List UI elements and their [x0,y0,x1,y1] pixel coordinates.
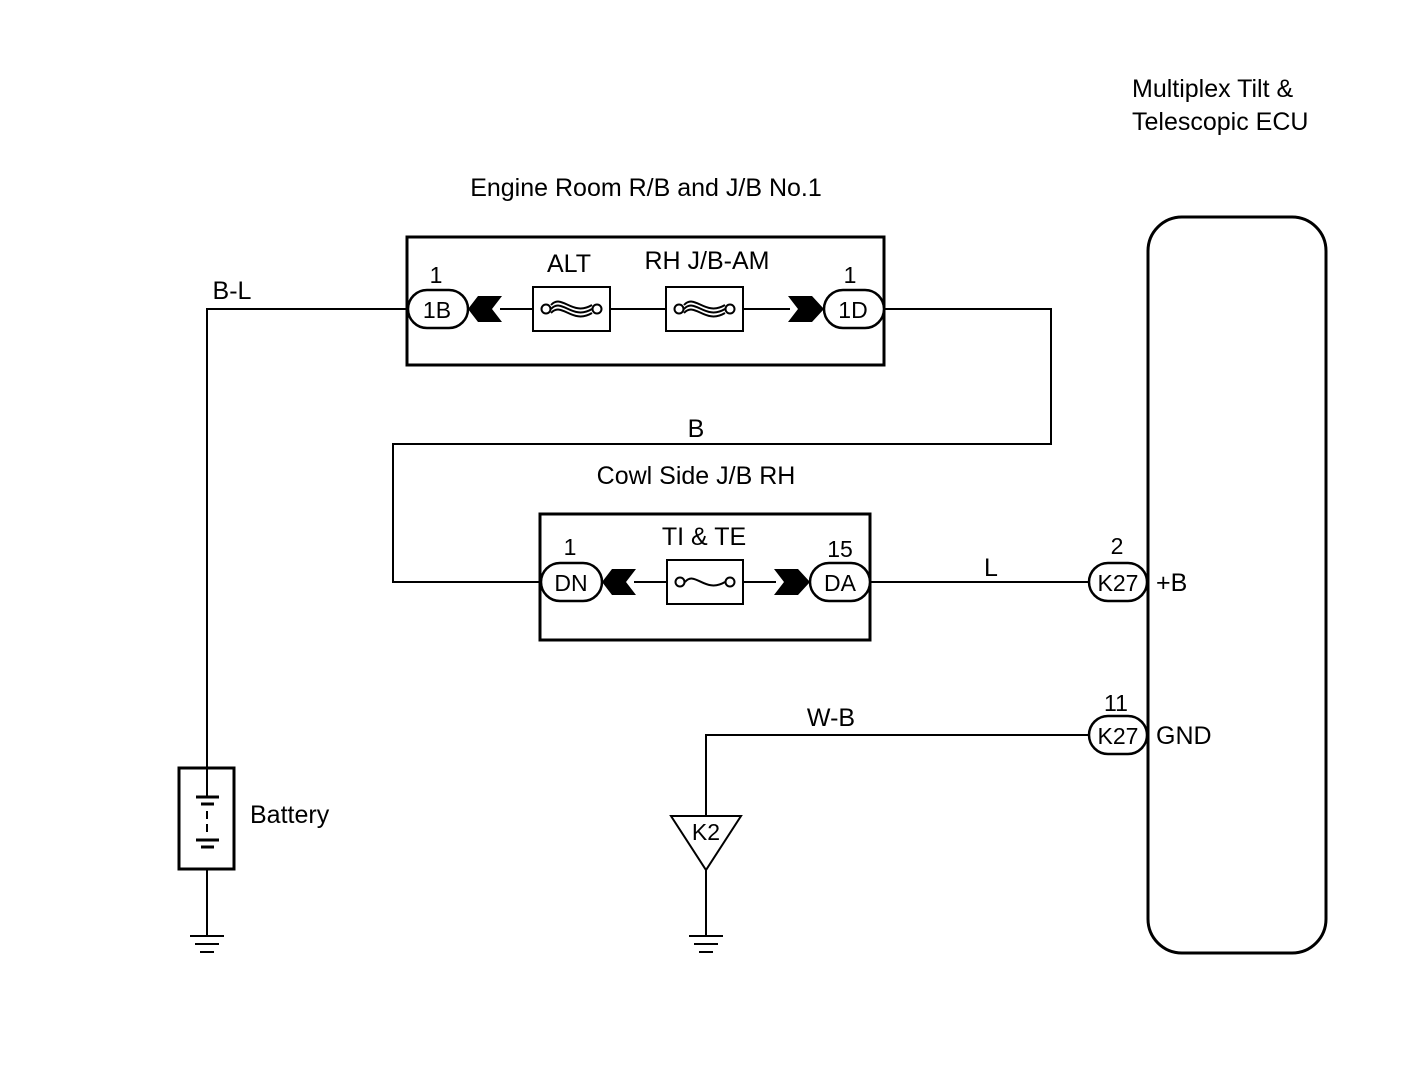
chevron-left-icon [468,296,502,322]
alt-fusible-link [532,286,611,332]
connector-k27-gnd-id: K27 [1098,723,1139,749]
connector-1b-id: 1B [423,297,451,323]
connector-da-pin: 15 [827,536,853,562]
connector-k27-gnd-pin: 11 [1104,690,1128,716]
wire-w-b-label: W-B [807,704,855,732]
wire-b-label: B [688,415,705,443]
connector-da-id: DA [824,570,857,596]
connector-1d-pin: 1 [844,262,857,288]
wire-w-b [705,734,1089,816]
battery-label: Battery [250,801,330,829]
ecu-name-line1: Multiplex Tilt & [1132,75,1293,103]
connector-1b-pin: 1 [430,262,443,288]
connector-k27-b-pin: 2 [1111,533,1124,559]
ground-point-triangle [669,815,743,872]
ground-icon [190,935,224,953]
connector-dn-id: DN [554,570,587,596]
rh-jb-am-fusible-link [665,286,744,332]
engine-room-block-label: Engine Room R/B and J/B No.1 [470,174,822,202]
connector-dn-pin: 1 [564,534,577,560]
connector-1d-id: 1D [838,297,867,323]
ground-icon [689,935,723,953]
terminal-b-label: +B [1156,569,1187,597]
wire-b-l-label: B-L [213,277,252,305]
wire-b [392,308,1052,583]
terminal-gnd-label: GND [1156,722,1212,750]
cowl-side-block-label: Cowl Side J/B RH [597,462,796,490]
wire-l-label: L [984,554,998,582]
rh-jb-am-fuse-label: RH J/B-AM [645,247,770,275]
connector-k27-b-id: K27 [1098,570,1139,596]
ground-point-label: K2 [692,819,720,845]
ti-te-fuse [666,559,744,605]
chevron-right-icon [774,569,810,595]
chevron-left-icon [602,569,636,595]
ti-te-fuse-label: TI & TE [662,523,746,551]
connector-k27-b [1087,561,1149,603]
connector-dn [539,561,604,603]
alt-fuse-label: ALT [547,250,591,278]
ecu-name-line2: Telescopic ECU [1132,108,1308,136]
wire-b-l [206,308,408,768]
chevron-right-icon [788,296,824,322]
engine-room-junction-block [405,235,886,367]
battery-cells-icon [196,768,219,849]
